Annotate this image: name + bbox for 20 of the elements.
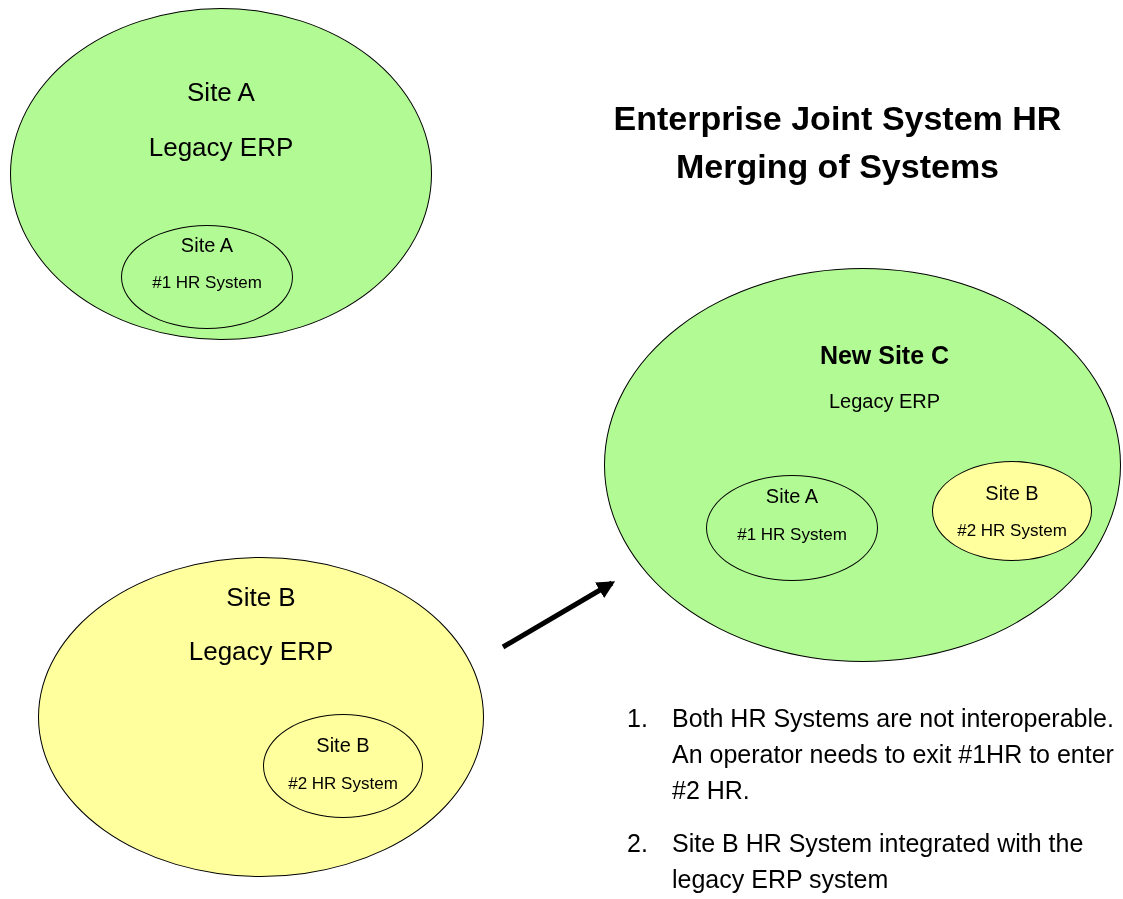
node-subtitle: #1 HR System [152, 272, 262, 294]
list-number: 2. [627, 828, 648, 859]
node-title: Site A [180, 233, 234, 257]
node-subtitle: #1 HR System [737, 524, 847, 546]
node-subtitle: Legacy ERP [148, 132, 294, 164]
node-subtitle: #2 HR System [957, 520, 1067, 542]
node-title: Site B [316, 733, 370, 757]
node-title: Site B [985, 481, 1039, 505]
node-title: Site A [765, 484, 819, 508]
node-subtitle: Legacy ERP [188, 636, 334, 668]
arrow [501, 580, 616, 650]
node-title: Site A [187, 77, 255, 109]
list-number: 1. [627, 703, 648, 734]
note-text: Both HR Systems are not interoperable. An operator needs to exit #1HR to enter #2 HR. [672, 703, 1115, 806]
node-subtitle: Legacy ERP [828, 389, 941, 413]
node-title: New Site C [819, 340, 950, 370]
diagram-title: Enterprise Joint System HR Merging of Systems [612, 98, 1063, 187]
note-text: Site B HR System integrated with the legacy ERP system [672, 828, 1085, 895]
node-title: Site B [226, 582, 296, 614]
node-subtitle: #2 HR System [288, 773, 398, 795]
